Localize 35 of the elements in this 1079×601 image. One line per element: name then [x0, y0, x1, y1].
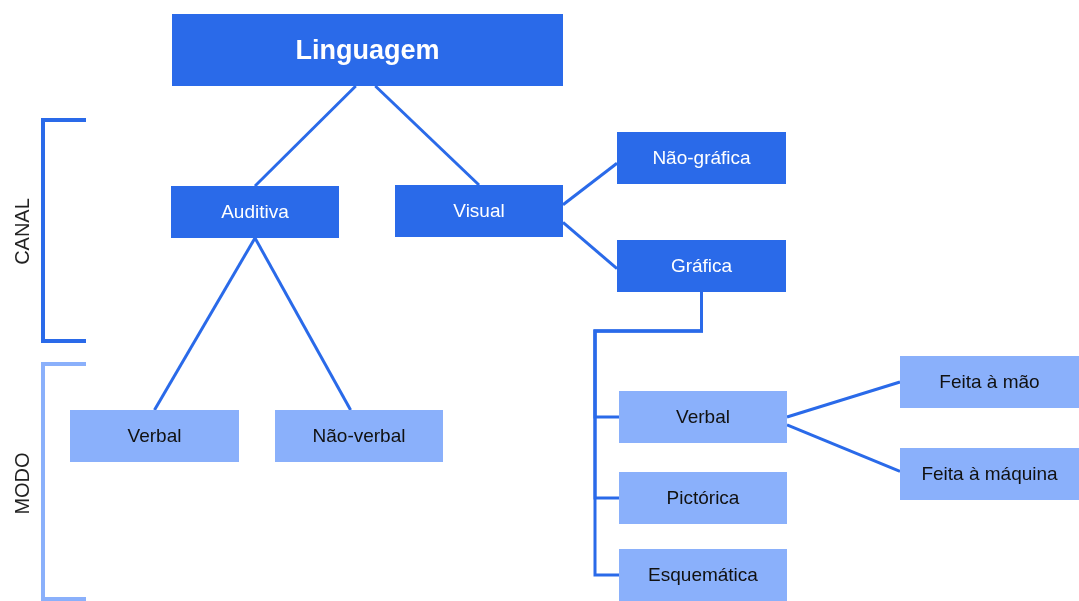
- concept-box: [900, 448, 1079, 500]
- axis-label: MODO: [10, 451, 34, 515]
- concept-box: [619, 391, 787, 443]
- connector-line: [562, 221, 618, 270]
- node-label: Pictórica: [666, 487, 740, 509]
- concept-box: [900, 356, 1079, 408]
- node-label: Não-gráfica: [652, 147, 751, 169]
- node-label: Visual: [453, 200, 505, 222]
- node-label: Esquemática: [648, 564, 758, 586]
- connector-line: [562, 162, 618, 206]
- node-label: Linguagem: [295, 34, 440, 66]
- concept-box: [619, 549, 787, 601]
- node-label: Gráfica: [670, 255, 733, 277]
- concept-box: [275, 410, 443, 462]
- concept-box: [395, 185, 563, 237]
- connector-line: [593, 292, 703, 577]
- connector-line: [786, 380, 901, 419]
- connector-line: [786, 423, 901, 473]
- node-label: Não-verbal: [312, 425, 406, 447]
- connector-line: [374, 84, 481, 187]
- node-label: Feita à máquina: [921, 463, 1058, 485]
- concept-box: [617, 132, 786, 184]
- concept-box: [172, 14, 563, 86]
- concept-box: [70, 410, 239, 462]
- node-label: Auditiva: [221, 201, 289, 223]
- connector-line: [153, 237, 257, 411]
- node-label: Verbal: [676, 406, 730, 428]
- concept-box: [619, 472, 787, 524]
- concept-box: [171, 186, 339, 238]
- concept-box: [617, 240, 786, 292]
- node-label: Verbal: [127, 425, 182, 447]
- connector-line: [253, 84, 357, 188]
- node-label: Feita à mão: [939, 371, 1040, 393]
- axis-label: CANAL: [10, 197, 34, 265]
- connector-line: [253, 237, 352, 411]
